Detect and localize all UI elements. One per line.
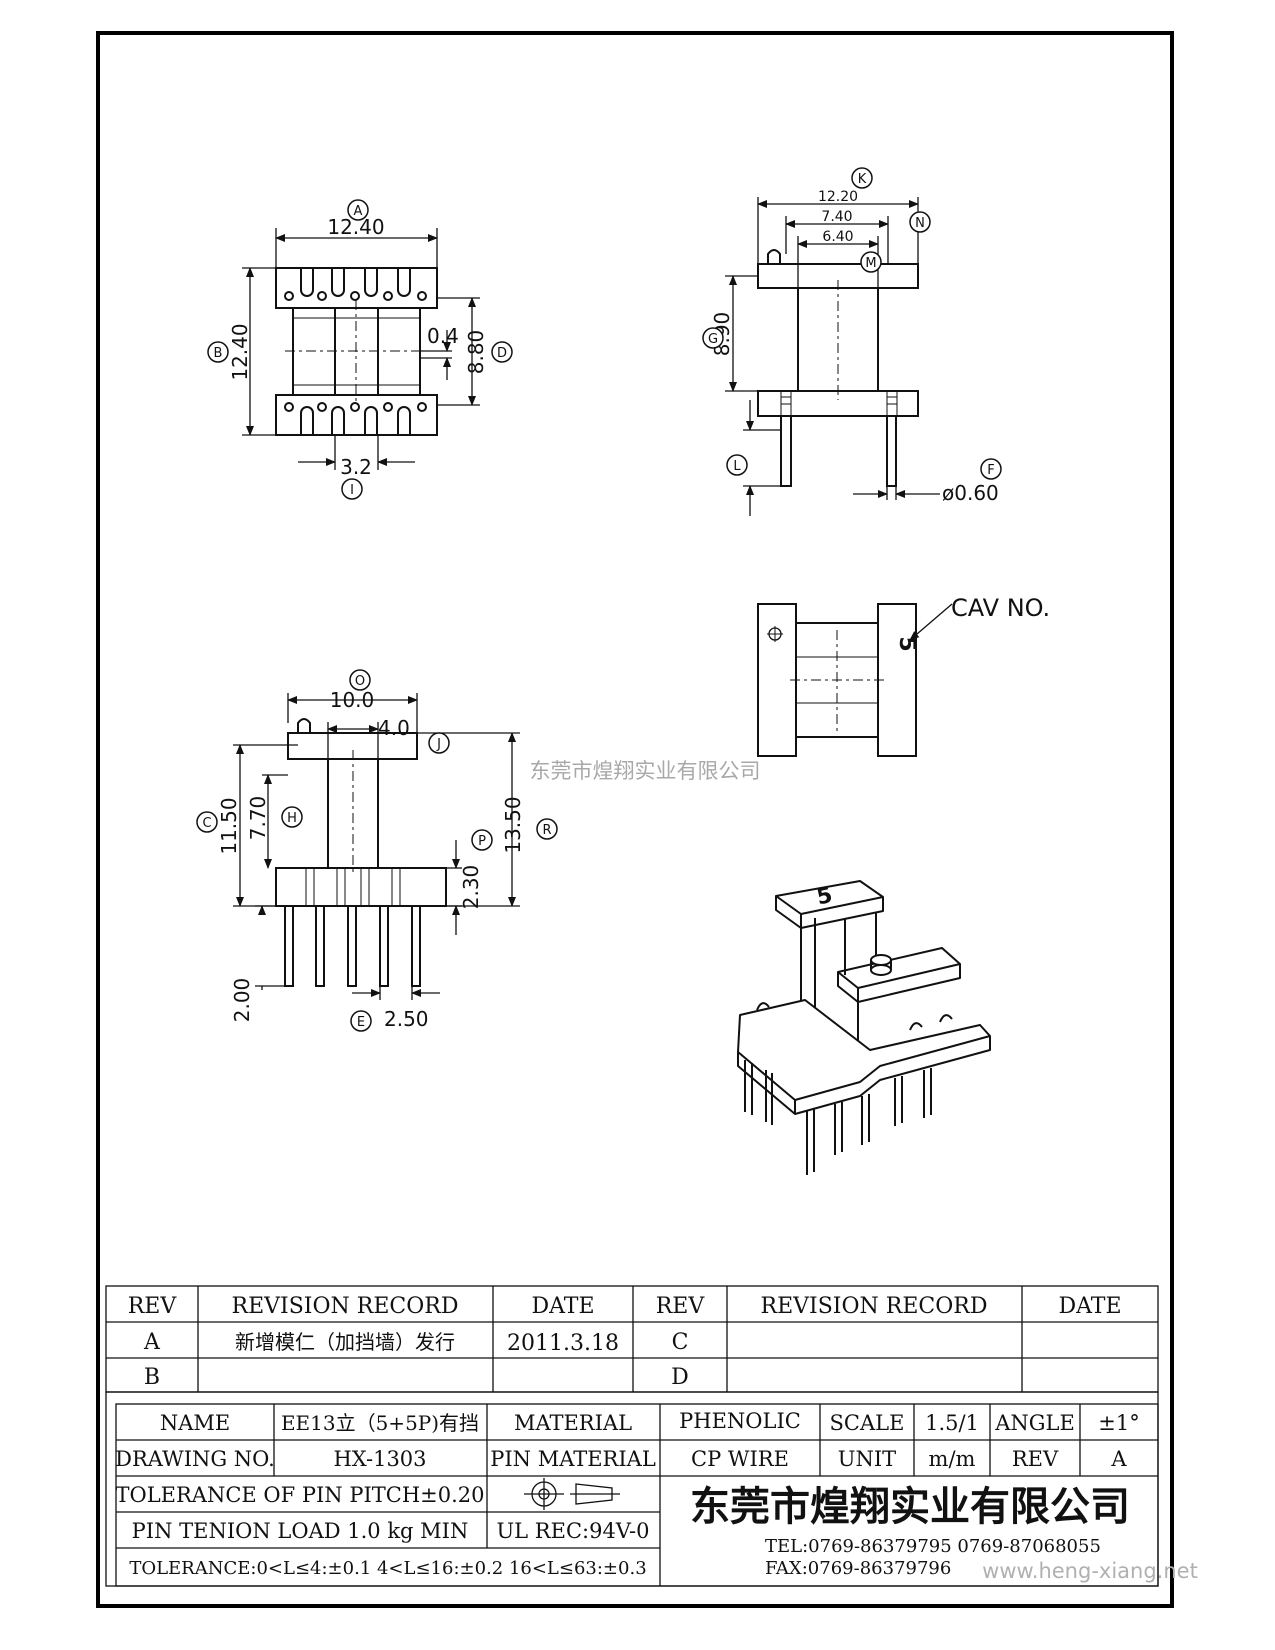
front-view [275,718,447,987]
rev-b-code: B [144,1365,160,1390]
dim-M-value: 6.40 [822,229,853,245]
angle-label: ANGLE [994,1411,1075,1435]
side-view [757,249,919,487]
cav-label: CAV NO. [951,594,1050,622]
top-view-dimensions [242,228,480,470]
letter-G: G [708,332,718,347]
letter-A: A [354,204,363,219]
bottom-view [757,603,953,757]
letter-B: B [214,346,223,361]
reference-letters [196,167,1002,1032]
name-label: NAME [160,1411,230,1435]
rev-record-header-2: REVISION RECORD [761,1294,988,1319]
letter-E: E [357,1015,365,1030]
pin-material-value: CP WIRE [691,1447,789,1471]
dim-pin-value: 2.00 [230,978,254,1023]
rev-header-1: REV [128,1294,178,1319]
center-watermark: 东莞市煌翔实业有限公司 [530,759,761,783]
projection-symbol [524,1478,620,1510]
dim-E-value: 2.50 [384,1007,429,1031]
unit-label: UNIT [838,1447,896,1471]
date-header-2: DATE [1058,1294,1121,1319]
letter-N: N [915,216,925,231]
date-header-1: DATE [531,1294,594,1319]
dim-J-value: 4.0 [378,716,410,740]
ul-rec: UL REC:94V-0 [496,1519,649,1543]
dim-C-value: 11.50 [217,797,241,854]
pin-tenion-load: PIN TENION LOAD 1.0 kg MIN [132,1519,469,1543]
name-value: EE13立（5+5P)有挡 [281,1411,479,1435]
rev-c-code: C [672,1330,689,1355]
company-tel: TEL:0769-86379795 0769-87068055 [765,1536,1101,1557]
letter-L: L [733,459,741,474]
drawing-no-label: DRAWING NO. [115,1447,275,1471]
dim-O-value: 10.0 [330,688,375,712]
isometric-view [737,880,991,1175]
letter-K: K [858,172,867,187]
rev-a-date: 2011.3.18 [507,1331,619,1356]
company-name: 东莞市煌翔实业有限公司 [690,1483,1130,1530]
scale-value: 1.5/1 [925,1411,979,1435]
letter-P: P [478,834,486,849]
dim-N-value: 7.40 [821,209,852,225]
company-fax: FAX:0769-86379796 [765,1558,951,1579]
rev-a-code: A [143,1330,161,1355]
cav-number: 5 [894,636,919,651]
dim-D-value: 8.80 [464,330,488,375]
dim-gap-value: 0.4 [427,324,459,348]
pin-material-label: PIN MATERIAL [490,1447,656,1471]
drawing-border [96,31,1174,1608]
letter-O: O [355,674,365,689]
unit-value: m/m [929,1447,976,1471]
letter-I: I [350,483,354,498]
material-value: PHENOLIC [679,1409,801,1433]
title-block-grid [105,1391,1159,1587]
general-tolerance: TOLERANCE:0<L≤4:±0.1 4<L≤16:±0.2 16<L≤63… [129,1558,646,1579]
scale-label: SCALE [830,1411,905,1435]
dim-P-value: 2.30 [459,865,483,910]
letter-J: J [436,737,441,752]
dim-R-value: 13.50 [501,796,525,853]
iso-number: 5 [815,883,835,911]
dim-F-value: ø0.60 [942,481,999,505]
material-label: MATERIAL [514,1411,632,1435]
top-view [275,267,440,436]
drawing-no-value: HX-1303 [333,1447,426,1471]
rev-header-2: REV [656,1294,706,1319]
rev-label: REV [1012,1447,1059,1471]
dim-I-value: 3.2 [340,455,372,479]
letter-R: R [542,823,551,838]
front-view-dimensions [233,693,520,1000]
letter-F: F [987,463,994,478]
angle-value: ±1° [1098,1411,1139,1435]
letter-M: M [865,256,876,271]
rev-a-record: 新增模仁（加挡墙）发行 [235,1330,455,1354]
letter-C: C [202,816,211,831]
letter-D: D [497,346,507,361]
tolerance-pin-pitch: TOLERANCE OF PIN PITCH±0.20 [115,1483,484,1507]
dim-K-value: 12.20 [818,189,858,205]
rev-value: A [1110,1447,1127,1471]
rev-record-header-1: REVISION RECORD [232,1294,459,1319]
rev-d-code: D [671,1365,689,1390]
letter-H: H [287,811,297,826]
dim-H-value: 7.70 [246,796,270,841]
corner-watermark: www.heng-xiang.net [982,1559,1198,1583]
dim-B-value: 12.40 [228,323,252,380]
